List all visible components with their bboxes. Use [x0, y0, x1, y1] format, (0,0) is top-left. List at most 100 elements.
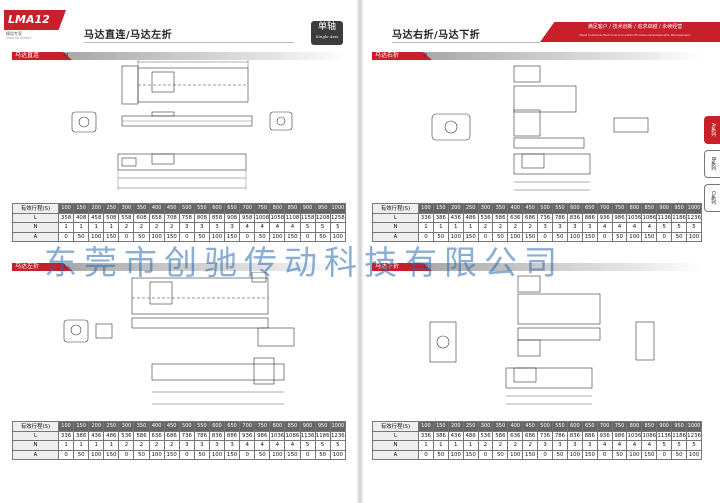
stroke-value: 900	[299, 203, 316, 214]
table-cell: 50	[552, 449, 568, 461]
table-cell: 100	[208, 449, 226, 461]
stroke-value: 700	[239, 203, 256, 214]
table-cell: 100	[329, 231, 347, 243]
stroke-value: 300	[118, 421, 135, 432]
table-cell: 5	[314, 222, 331, 233]
stroke-value: 650	[581, 421, 598, 432]
stroke-value: 900	[656, 421, 673, 432]
table-cell: 958	[239, 212, 256, 224]
table-cell: 4	[596, 440, 613, 451]
table-cell: 100	[566, 231, 583, 243]
table-cell: 936	[239, 430, 256, 442]
stroke-value: 950	[671, 421, 688, 432]
row-label: L	[372, 430, 419, 442]
table-cell: 5	[299, 222, 316, 233]
table-cell: 1258	[329, 212, 347, 224]
table-cell: 4	[611, 440, 628, 451]
table-cell: 1	[462, 440, 479, 451]
table-cell: 536	[118, 430, 135, 442]
stroke-value: 850	[641, 421, 658, 432]
table-cell: 2	[492, 440, 509, 451]
section-code-motor-direct: M	[64, 53, 69, 59]
section-bar-motor-right	[372, 52, 702, 60]
stroke-value: 850	[284, 421, 301, 432]
table-cell: 608	[133, 212, 150, 224]
table-cell: 4	[239, 222, 256, 233]
table-cell: 1186	[671, 430, 688, 442]
table-cell: 100	[566, 449, 583, 461]
table-cell: 636	[507, 212, 524, 224]
tab-a-series[interactable]: A系列	[704, 116, 720, 144]
table-cell: 50	[492, 449, 509, 461]
section-bar-motor-direct	[12, 52, 346, 60]
table-cell: 3	[552, 222, 568, 233]
section-label-motor-down: 马达下折	[375, 263, 400, 270]
section-tag-motor-direct	[12, 52, 72, 60]
table-cell: 150	[522, 449, 539, 461]
stroke-value: 450	[163, 203, 180, 214]
right-title-underline	[392, 42, 540, 43]
stroke-value: 150	[432, 421, 449, 432]
table-cell: 2	[118, 440, 135, 451]
slogan-en: Meet Customer/Technical Innovation/Excel…	[579, 33, 691, 37]
table-cell: 836	[566, 212, 583, 224]
single-axis-badge: 单轴 Single Axis	[311, 21, 343, 45]
table-cell: 1	[103, 440, 120, 451]
table-cell: 986	[254, 430, 271, 442]
table-cell: 4	[611, 222, 628, 233]
stroke-value: 950	[314, 421, 331, 432]
table-cell: 386	[73, 430, 90, 442]
stroke-value: 300	[118, 203, 135, 214]
stroke-value: 100	[418, 203, 434, 214]
tab-c-series[interactable]: C系列	[704, 184, 720, 212]
stroke-value: 450	[163, 421, 180, 432]
table-cell: 1	[88, 222, 105, 233]
stroke-value: 800	[626, 203, 643, 214]
table-cell: 3	[178, 222, 195, 233]
stroke-header-label: 有效行程(S)	[12, 203, 59, 214]
row-label: N	[372, 222, 419, 233]
table-cell: 3	[193, 440, 210, 451]
stroke-value: 100	[57, 203, 75, 214]
table-cell: 3	[566, 440, 583, 451]
section-tag-motor-down	[372, 263, 432, 271]
table-cell: 786	[552, 212, 568, 224]
table-cell: 150	[163, 449, 180, 461]
stroke-header-label: 有效行程(S)	[372, 203, 419, 214]
stroke-value: 550	[552, 421, 568, 432]
table-cell: 4	[239, 440, 256, 451]
table-cell: 336	[418, 430, 434, 442]
section-label-motor-direct: 马达直连	[15, 52, 40, 59]
table-cell: 2	[163, 222, 180, 233]
table-cell: 2	[477, 222, 494, 233]
stroke-value: 800	[269, 203, 286, 214]
table-cell: 5	[671, 222, 688, 233]
table-cell: 1086	[641, 212, 658, 224]
table-cell: 636	[148, 430, 165, 442]
table-cell: 1	[57, 440, 75, 451]
table-cell: 100	[329, 449, 347, 461]
table-cell: 586	[492, 430, 509, 442]
table-cell: 1036	[269, 430, 286, 442]
table-cell: 886	[224, 430, 241, 442]
section-code-motor-right: R	[424, 53, 428, 59]
stroke-value: 1000	[329, 421, 347, 432]
table-cell: 5	[656, 222, 673, 233]
table-cell: 858	[208, 212, 226, 224]
table-cell: 1	[57, 222, 75, 233]
stroke-value: 750	[254, 203, 271, 214]
tab-b-series[interactable]: B系列	[704, 150, 720, 178]
table-cell: 4	[254, 440, 271, 451]
stroke-value: 950	[671, 203, 688, 214]
stroke-value: 200	[88, 421, 105, 432]
table-cell: 758	[178, 212, 195, 224]
table-cell: 50	[432, 449, 449, 461]
table-cell: 1136	[656, 212, 673, 224]
table-cell: 3	[566, 222, 583, 233]
table-cell: 4	[269, 440, 286, 451]
table-cell: 558	[118, 212, 135, 224]
